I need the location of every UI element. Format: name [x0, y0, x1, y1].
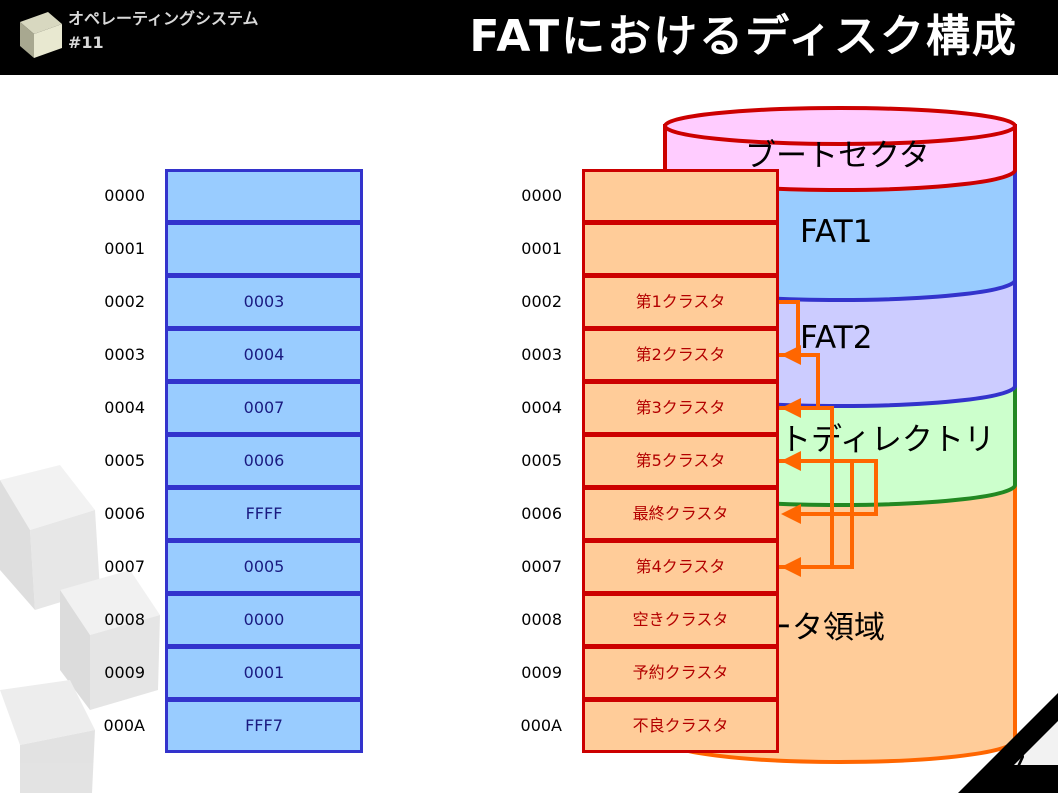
header-bar: オペレーティングシステム #11 FATにおけるディスク構成: [0, 0, 1058, 75]
fat-entry: 0005: [165, 540, 363, 594]
data-cluster: 不良クラスタ: [582, 699, 779, 753]
fat2-label: FAT2: [800, 320, 873, 356]
fat-entry: FFFF: [165, 487, 363, 541]
slide-title: FATにおけるディスク構成: [469, 11, 1018, 62]
fat-address: 0007: [104, 557, 145, 576]
fat-entry: 0003: [165, 275, 363, 329]
fat-address: 0000: [104, 186, 145, 205]
fat-address: 0005: [104, 451, 145, 470]
data-address: 0005: [521, 451, 562, 470]
data-cluster: 最終クラスタ: [582, 487, 779, 541]
data-address: 0009: [521, 663, 562, 682]
data-address: 0003: [521, 345, 562, 364]
data-address: 000A: [520, 716, 562, 735]
boot-sector-label: ブートセクタ: [745, 138, 930, 174]
fat-address: 0008: [104, 610, 145, 629]
data-cluster: [582, 169, 779, 223]
fat-address: 0004: [104, 398, 145, 417]
fat-address: 000A: [103, 716, 145, 735]
fat-entry: 0000: [165, 593, 363, 647]
data-cluster: [582, 222, 779, 276]
fat-entry: 0007: [165, 381, 363, 435]
data-address: 0004: [521, 398, 562, 417]
data-cluster: 第4クラスタ: [582, 540, 779, 594]
fat-entry: FFF7: [165, 699, 363, 753]
fat-address: 0001: [104, 239, 145, 258]
fat1-label: FAT1: [800, 214, 873, 250]
corner-decoration: [958, 693, 1058, 793]
page-number: 17: [1003, 752, 1026, 771]
data-cluster: 第5クラスタ: [582, 434, 779, 488]
data-address: 0008: [521, 610, 562, 629]
data-cluster: 空きクラスタ: [582, 593, 779, 647]
lecture-number: #11: [68, 33, 104, 52]
fat-entry: 0004: [165, 328, 363, 382]
course-name: オペレーティングシステム: [68, 9, 259, 28]
data-cluster: 第3クラスタ: [582, 381, 779, 435]
decorative-cubes: [0, 465, 160, 793]
fat-address: 0009: [104, 663, 145, 682]
fat-entry: 0001: [165, 646, 363, 700]
data-cluster: 第2クラスタ: [582, 328, 779, 382]
data-address: 0001: [521, 239, 562, 258]
data-address: 0007: [521, 557, 562, 576]
data-cluster: 予約クラスタ: [582, 646, 779, 700]
data-cluster: 第1クラスタ: [582, 275, 779, 329]
fat-entry: 0006: [165, 434, 363, 488]
fat-address: 0006: [104, 504, 145, 523]
data-address: 0002: [521, 292, 562, 311]
fat-address: 0002: [104, 292, 145, 311]
fat-entry: [165, 169, 363, 223]
fat-entry: [165, 222, 363, 276]
cube-logo-icon: [20, 12, 62, 58]
fat-address: 0003: [104, 345, 145, 364]
data-address: 0006: [521, 504, 562, 523]
data-address: 0000: [521, 186, 562, 205]
